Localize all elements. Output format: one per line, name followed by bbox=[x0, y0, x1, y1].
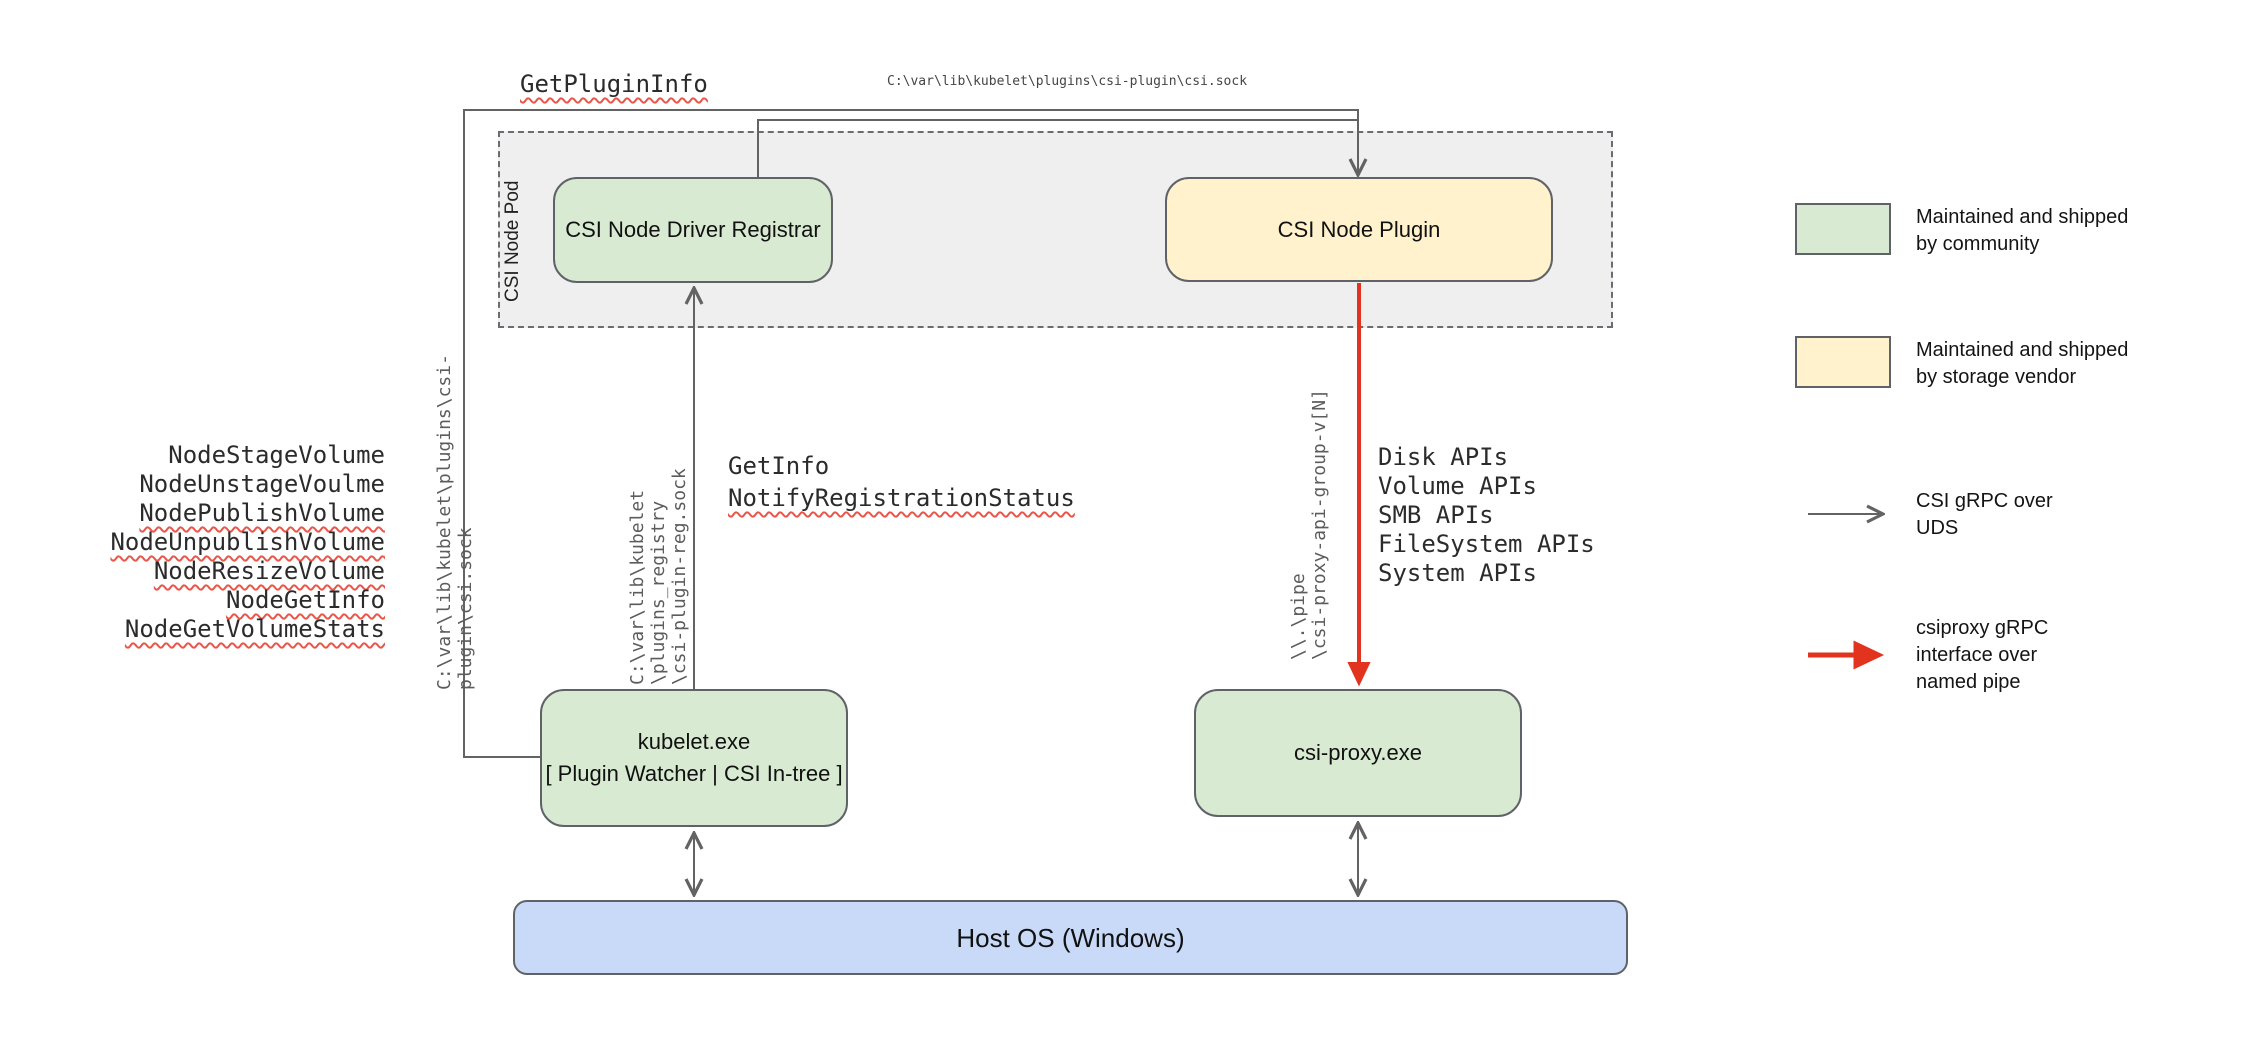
node-rpc-item: NodeGetVolumeStats bbox=[124, 615, 385, 643]
registrar-to-plugin-uds-line bbox=[757, 119, 1357, 177]
node-rpc-item: NodeResizeVolume bbox=[153, 557, 385, 585]
csi-node-plugin-box: CSI Node Plugin bbox=[1165, 177, 1553, 282]
legend-swatch-vendor bbox=[1795, 336, 1891, 388]
api-item: SMB APIs bbox=[1378, 501, 1494, 529]
csi-proxy-box: csi-proxy.exe bbox=[1194, 689, 1522, 817]
node-rpc-list: NodeStageVolume NodeUnstageVoulme NodePu… bbox=[80, 441, 385, 644]
api-item: Volume APIs bbox=[1378, 472, 1537, 500]
api-item: System APIs bbox=[1378, 559, 1537, 587]
api-item: FileSystem APIs bbox=[1378, 530, 1595, 558]
kubelet-box: kubelet.exe [ Plugin Watcher | CSI In-tr… bbox=[540, 689, 848, 827]
host-os-box: Host OS (Windows) bbox=[513, 900, 1628, 975]
named-pipe-path-rotated-label: \\.\pipe \csi-proxy-api-group-v[N] bbox=[1288, 389, 1330, 660]
csi-sock-path-rotated-label: C:\var\lib\kubelet\plugins\csi-plugin\cs… bbox=[434, 354, 476, 690]
node-rpc-item: NodeUnstageVoulme bbox=[139, 470, 385, 498]
getinfo-label: GetInfo bbox=[728, 452, 830, 480]
legend-label-uds: CSI gRPC over UDS bbox=[1916, 490, 2053, 539]
plugin-registry-path-rotated-label: C:\var\lib\kubelet \plugins_registry \cs… bbox=[627, 468, 690, 685]
node-rpc-item: NodeGetInfo bbox=[226, 586, 385, 614]
node-rpc-item: NodeUnpublishVolume bbox=[110, 528, 385, 556]
notify-registration-status-label: NotifyRegistrationStatus bbox=[728, 484, 1075, 512]
api-item: Disk APIs bbox=[1378, 443, 1509, 471]
proxy-api-list: Disk APIs Volume APIs SMB APIs FileSyste… bbox=[1378, 443, 1595, 588]
legend-label-community: Maintained and shipped by community bbox=[1916, 206, 2129, 255]
csi-node-driver-registrar-box: CSI Node Driver Registrar bbox=[553, 177, 833, 283]
legend-label-named-pipe: csiproxy gRPC interface over named pipe bbox=[1916, 617, 2049, 693]
node-rpc-item: NodeStageVolume bbox=[168, 441, 385, 469]
kubelet-to-plugin-uds-line bbox=[463, 109, 1358, 758]
legend-label-vendor: Maintained and shipped by storage vendor bbox=[1916, 339, 2129, 388]
legend-swatch-community bbox=[1795, 203, 1891, 255]
csi-sock-path-top-label: C:\var\lib\kubelet\plugins\csi-plugin\cs… bbox=[887, 74, 1248, 89]
node-rpc-item: NodePublishVolume bbox=[139, 499, 385, 527]
get-plugin-info-label: GetPluginInfo bbox=[520, 70, 708, 98]
